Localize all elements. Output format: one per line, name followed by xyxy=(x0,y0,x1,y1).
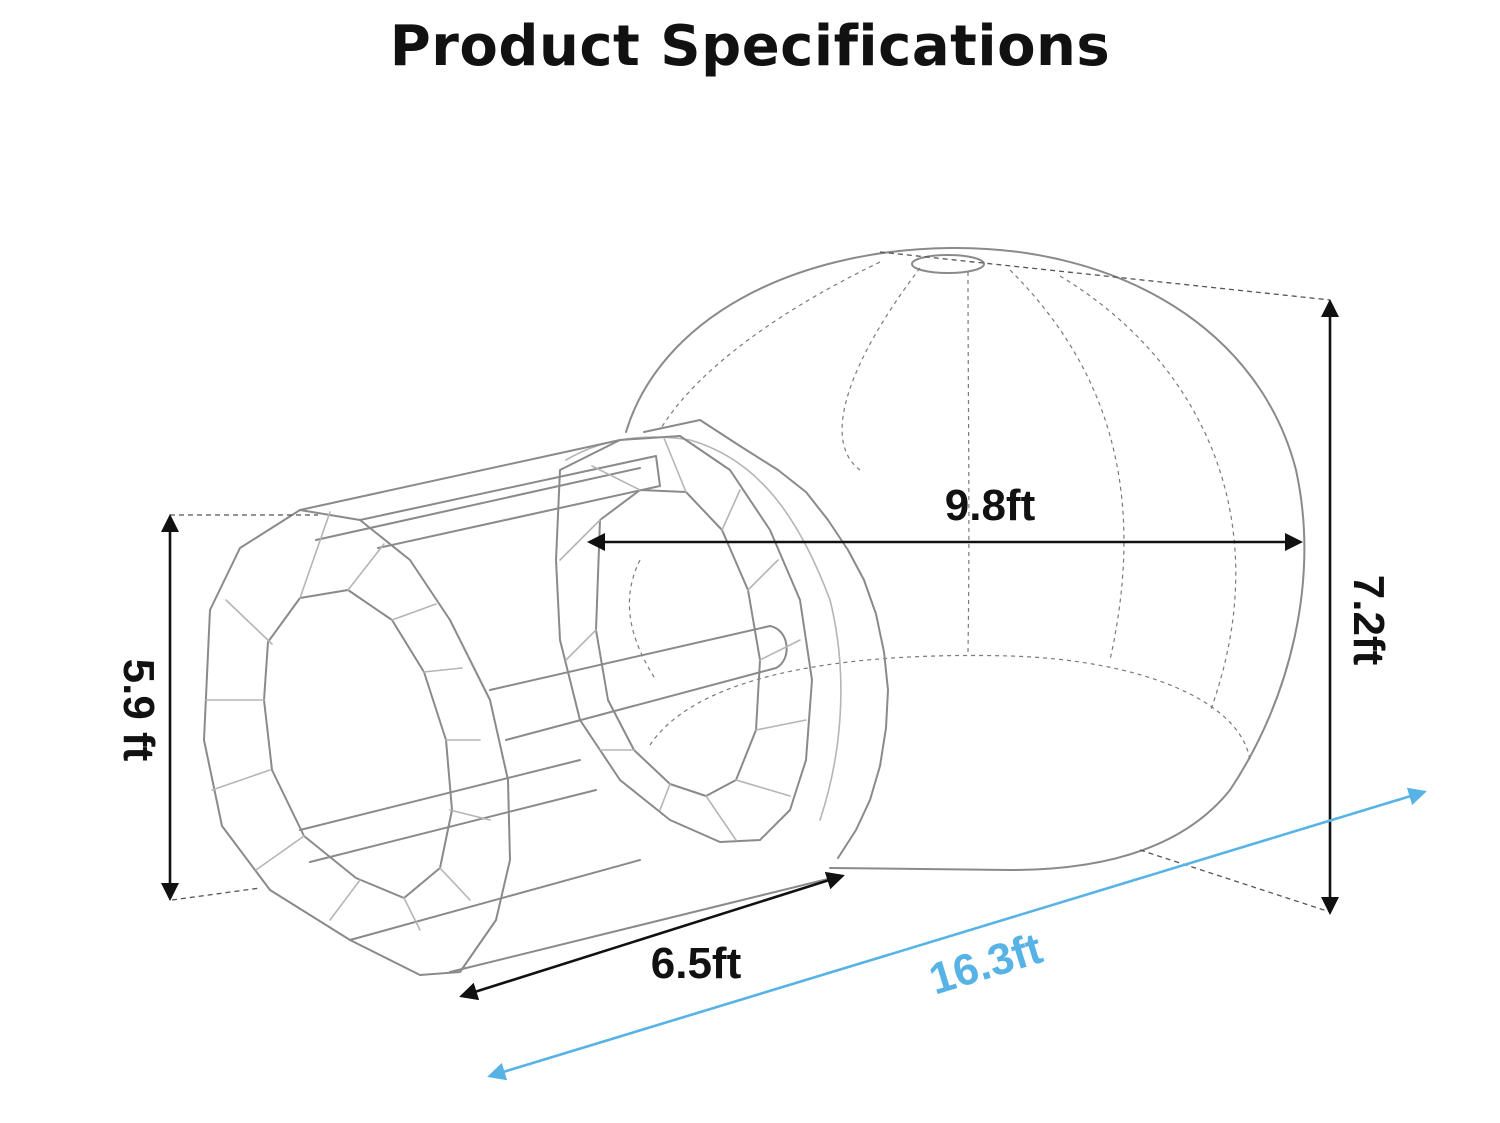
dimension-arrows xyxy=(160,298,1427,1081)
dome-seam-1 xyxy=(841,267,921,471)
dome-floor-seam xyxy=(649,654,1251,761)
guide-lines xyxy=(170,251,1331,913)
dome-seam-3 xyxy=(1009,269,1125,661)
dome-seam-4 xyxy=(1059,275,1237,713)
page-title: Product Specifications xyxy=(389,14,1111,79)
total-length-label: 16.3ft xyxy=(924,924,1049,1005)
dimension-labels: 9.8ft 7.2ft 5.9 ft 6.5ft 16.3ft xyxy=(114,481,1393,1004)
tunnel-lower-rail xyxy=(299,759,597,863)
tunnel-frame-segments xyxy=(205,511,491,931)
entrance-tunnel xyxy=(203,435,842,976)
dome-width-label: 9.8ft xyxy=(945,481,1036,530)
tunnel-top-rail xyxy=(299,439,641,541)
guide-dome-top xyxy=(879,251,1331,301)
dome-seam-5 xyxy=(659,261,881,431)
tunnel-height-label: 5.9 ft xyxy=(114,659,163,762)
dome-height-label: 7.2ft xyxy=(1344,575,1393,666)
connector-ring xyxy=(643,419,889,859)
dome-top-vent xyxy=(911,254,985,274)
tunnel-middle-rail xyxy=(489,625,788,741)
bubble-dome xyxy=(625,246,1306,871)
guide-dome-bottom xyxy=(1139,849,1331,913)
tunnel-back-frame xyxy=(565,436,842,821)
tunnel-length-label: 6.5ft xyxy=(651,939,742,988)
total-length-arrow xyxy=(487,787,1427,1081)
tunnel-top-rail-2 xyxy=(359,455,661,549)
dome-seam-2 xyxy=(967,271,970,653)
tunnel-mid-frame-inner xyxy=(595,489,761,797)
tunnel-front-frame-inner xyxy=(263,589,453,899)
dome-outline xyxy=(625,246,1306,871)
guide-tunnel-bottom xyxy=(171,887,261,901)
dome-seam-6 xyxy=(628,559,657,681)
